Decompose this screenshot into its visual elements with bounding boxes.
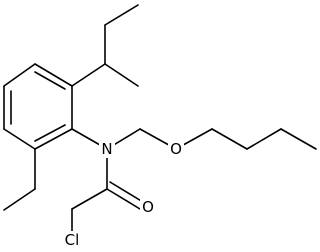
sec-butyl-group bbox=[71, 4, 139, 87]
butyl-bond-1 bbox=[211, 128, 248, 150]
chlorine-label-mask bbox=[61, 231, 84, 249]
ether-oxygen-label-mask bbox=[168, 140, 184, 158]
bond-carbonyl-to-oxygen bbox=[106, 188, 141, 210]
ethyl-group bbox=[3, 148, 36, 211]
bond-carbonyl-to-oxygen-double bbox=[109, 181, 144, 203]
ring-bond-c5-c6 bbox=[34, 128, 73, 150]
bond-carbonyl-to-ch2cl bbox=[71, 188, 108, 210]
nitrogen-label-mask bbox=[99, 140, 115, 158]
carbonyl-oxygen-label-mask bbox=[140, 198, 156, 216]
bond-ch-to-methyl bbox=[104, 63, 139, 87]
butyl-bond-2 bbox=[246, 128, 282, 150]
benzene-ring bbox=[3, 63, 73, 150]
bond-ring-to-ch bbox=[71, 63, 106, 87]
chlorine-label: Cl bbox=[65, 231, 80, 249]
ring-double-bond-c1-c2 bbox=[34, 71, 66, 90]
ring-bond-c1-c2 bbox=[34, 63, 73, 87]
ring-double-bond-c5-c6 bbox=[34, 124, 66, 142]
ring-bond-c4-c5 bbox=[3, 128, 36, 150]
bond-ch2-to-ch3 bbox=[104, 4, 139, 26]
ether-oxygen-label: O bbox=[170, 140, 182, 158]
nitrogen-label: N bbox=[101, 140, 112, 158]
butyl-bond-3 bbox=[280, 128, 317, 150]
bond-ethyl-ch2-to-ch3 bbox=[3, 188, 36, 211]
ring-bond-c2-c3 bbox=[3, 63, 36, 87]
carbonyl-oxygen-label: O bbox=[142, 198, 154, 216]
